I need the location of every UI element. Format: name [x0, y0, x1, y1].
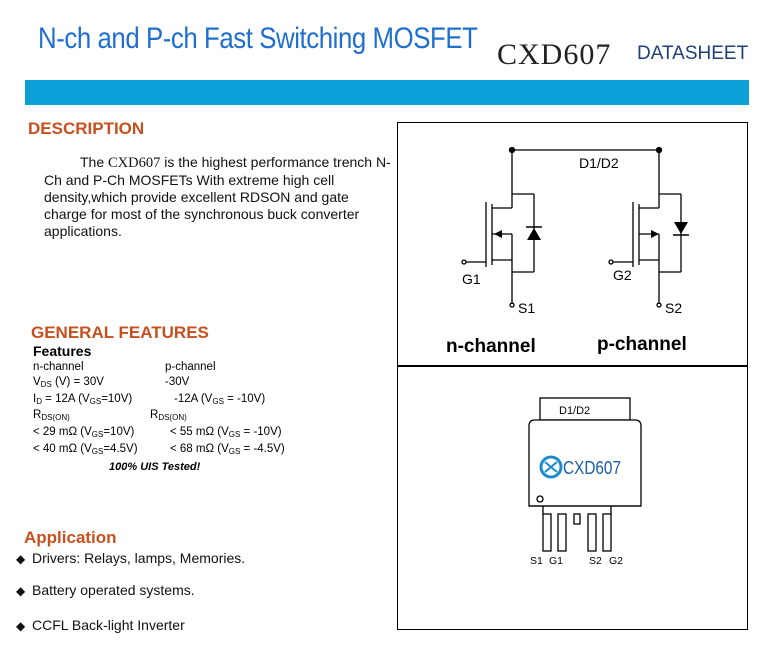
- application-heading: Application: [24, 528, 117, 547]
- package-drawing: CXD607 D1/D2 S1 G1 S2 G2: [528, 397, 642, 567]
- id-p: -12A (VGS = -10V): [174, 393, 266, 406]
- pin-label-s2: S2: [589, 555, 602, 567]
- vds-p: -30V: [165, 376, 190, 388]
- diamond-bullet-icon: ◆: [16, 619, 26, 633]
- uis-tested-note: 100% UIS Tested!: [109, 461, 201, 473]
- drain-label: D1/D2: [579, 155, 619, 171]
- part-number: CXD607: [497, 38, 612, 71]
- diamond-bullet-icon: ◆: [16, 584, 26, 598]
- schematic-box: [397, 122, 748, 366]
- description-text: The CXD607 is the highest performance tr…: [44, 154, 394, 240]
- pin-label-g1: G1: [549, 555, 563, 567]
- p-channel-caption: p-channel: [597, 334, 687, 355]
- gate2-label: G2: [613, 267, 632, 283]
- n-channel-caption: n-channel: [446, 336, 536, 357]
- general-features-heading: GENERAL FEATURES: [31, 323, 209, 342]
- cxd-logo-icon: [539, 455, 563, 479]
- gate1-label: G1: [462, 271, 481, 287]
- package-drain-label: D1/D2: [559, 405, 590, 417]
- diamond-bullet-icon: ◆: [16, 552, 26, 566]
- vds-n: VDS (V) = 30V: [33, 376, 104, 389]
- rdson-n-label: RDS(ON): [33, 409, 70, 422]
- application-item: ◆Battery operated systems.: [16, 582, 195, 598]
- features-subheading: Features: [33, 343, 92, 359]
- document-type: DATASHEET: [637, 43, 749, 64]
- source2-label: S2: [665, 300, 682, 316]
- document-title: N-ch and P-ch Fast Switching MOSFET: [38, 22, 478, 55]
- package-logo-text: CXD607: [563, 458, 621, 478]
- id-n: ID = 12A (VGS=10V): [33, 393, 133, 406]
- rdson-p-label: RDS(ON): [150, 409, 187, 422]
- header-divider-bar: [25, 80, 749, 105]
- rdson-p-4v5: < 68 mΩ (VGS = -4.5V): [170, 443, 285, 456]
- package-box: [397, 366, 748, 630]
- rdson-p-10v: < 55 mΩ (VGS = -10V): [170, 426, 282, 439]
- source1-label: S1: [518, 300, 535, 316]
- rdson-n-4v5: < 40 mΩ (VGS=4.5V): [33, 443, 138, 456]
- n-channel-label: n-channel: [33, 361, 84, 373]
- rdson-n-10v: < 29 mΩ (VGS=10V): [33, 426, 135, 439]
- pin-label-g2: G2: [609, 555, 623, 567]
- description-heading: DESCRIPTION: [28, 119, 145, 138]
- mosfet-schematic: D1/D2 G1 S1 G2 S2 n-channel p-channel: [446, 146, 689, 357]
- description-lead: The: [80, 154, 105, 170]
- application-item: ◆Drivers: Relays, lamps, Memories.: [16, 550, 246, 566]
- p-channel-label: p-channel: [165, 361, 216, 373]
- description-body: is the highest performance trench N-Ch a…: [44, 154, 391, 239]
- application-item: ◆CCFL Back-light Inverter: [16, 617, 185, 633]
- description-part: CXD607: [108, 155, 161, 171]
- pin-label-s1: S1: [530, 555, 543, 567]
